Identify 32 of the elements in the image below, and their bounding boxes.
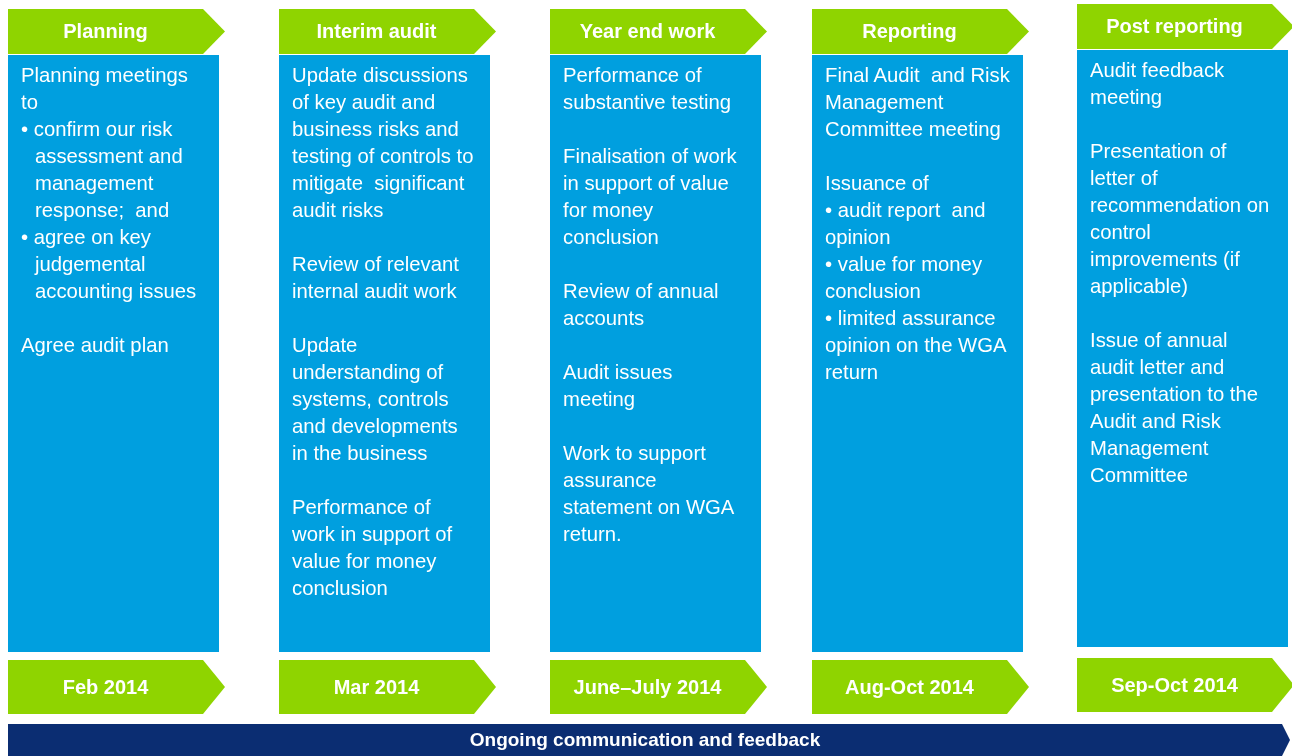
body-text: Audit feedback meeting: [1090, 58, 1226, 110]
phase-title: Post reporting: [1106, 15, 1243, 38]
body-text: Audit issues meeting: [563, 360, 674, 412]
date-label: Mar 2014: [333, 675, 420, 699]
date-label: Aug-Oct 2014: [845, 675, 974, 699]
body-text: Review of annual accounts: [563, 279, 720, 331]
body-text: Issue of annual audit letter and presentation to the Audit and Risk Management Committee: [1090, 328, 1259, 488]
body-text: • audit report and opinion: [825, 198, 987, 250]
body-text: Review of relevant internal audit work: [292, 252, 460, 304]
body-text: Work to support assurance statement on WGA return.: [563, 441, 735, 547]
date-label: Sep-Oct 2014: [1111, 673, 1238, 697]
phase-title: Reporting: [862, 20, 957, 43]
body-text: Finalisation of work in support of value for money conclusion: [563, 144, 738, 250]
date-label: Feb 2014: [62, 675, 149, 699]
body-text: Final Audit and Risk Management Committee meeting: [825, 63, 1011, 142]
body-text: Performance of work in support of value for money conclusion: [292, 495, 454, 601]
date-label: June–July 2014: [573, 675, 722, 699]
body-text: • agree on key judgemental accounting issues: [21, 225, 198, 304]
body-text: • limited assurance opinion on the WGA return: [825, 306, 1007, 385]
body-text: • confirm our risk assessment and management response; and: [21, 117, 184, 223]
phase-title: Planning: [63, 20, 148, 43]
body-text: Planning meetings to: [21, 63, 189, 115]
body-text: Issuance of: [825, 171, 930, 196]
body-text: Update understanding of systems, controls and developments in the business: [292, 333, 459, 466]
phase-title: Year end work: [579, 20, 716, 43]
body-text: Agree audit plan: [21, 333, 170, 358]
body-text: Performance of substantive testing: [563, 63, 732, 115]
banner-label: Ongoing communication and feedback: [469, 729, 821, 751]
body-text: Update discussions of key audit and business risks and testing of controls to mitigate significant audit risks: [292, 63, 475, 223]
phase-title: Interim audit: [316, 20, 437, 43]
body-text: • value for money conclusion: [825, 252, 984, 304]
body-text: Presentation of letter of recommendation on control improvements (if applicable): [1090, 139, 1271, 299]
